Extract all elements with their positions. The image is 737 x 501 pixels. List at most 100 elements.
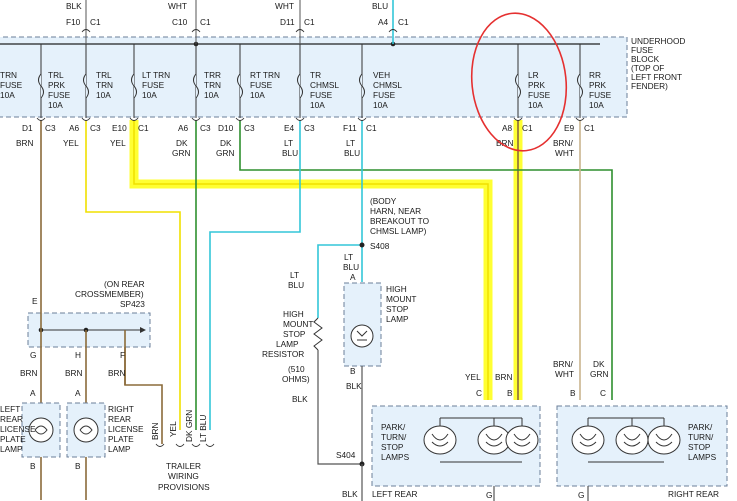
svg-text:WIRING: WIRING bbox=[168, 471, 199, 481]
svg-text:YEL: YEL bbox=[110, 138, 126, 148]
svg-text:VEH: VEH bbox=[373, 70, 390, 80]
fuse-icon bbox=[515, 73, 521, 99]
blk-wire bbox=[317, 350, 362, 465]
svg-text:BRN/: BRN/ bbox=[553, 359, 574, 369]
svg-text:CHMSL: CHMSL bbox=[310, 80, 339, 90]
svg-text:F11: F11 bbox=[343, 123, 357, 133]
fuse-icon bbox=[359, 73, 365, 99]
svg-text:A: A bbox=[30, 388, 36, 398]
pin-label: D11 bbox=[280, 17, 295, 27]
svg-text:STOP: STOP bbox=[283, 329, 306, 339]
splice-s408-dot bbox=[359, 242, 365, 248]
svg-text:CHMSL: CHMSL bbox=[373, 80, 402, 90]
crossmember-note: (ON REAR CROSSMEMBER) SP423 bbox=[75, 279, 145, 309]
svg-text:10A: 10A bbox=[528, 100, 543, 110]
bottom-pin-labels: D1 C3 BRN A6 C3 YEL E10 C1 YEL A6 C3 DK … bbox=[16, 123, 595, 158]
svg-text:C3: C3 bbox=[244, 123, 255, 133]
svg-text:10A: 10A bbox=[142, 90, 157, 100]
yel-wire bbox=[85, 120, 181, 430]
lt-blu-wire bbox=[317, 244, 362, 318]
trailer-wire-labels: BRN YEL DK GRN LT BLU bbox=[150, 410, 208, 442]
svg-text:YEL: YEL bbox=[465, 372, 481, 382]
svg-text:(BODY: (BODY bbox=[370, 196, 397, 206]
svg-text:C1: C1 bbox=[366, 123, 377, 133]
svg-text:GRN: GRN bbox=[216, 148, 234, 158]
svg-text:FUSE: FUSE bbox=[589, 90, 612, 100]
dk-grn-wire bbox=[239, 120, 613, 400]
svg-text:LAMPS: LAMPS bbox=[688, 452, 717, 462]
svg-text:C: C bbox=[476, 388, 482, 398]
svg-text:TRR: TRR bbox=[204, 70, 221, 80]
svg-text:LT BLU: LT BLU bbox=[198, 415, 208, 442]
svg-text:C1: C1 bbox=[522, 123, 533, 133]
svg-text:C3: C3 bbox=[304, 123, 315, 133]
svg-text:TR: TR bbox=[310, 70, 321, 80]
fuse-icon bbox=[131, 73, 137, 99]
fuse-labels: TRN FUSE 10A TRL PRK FUSE 10A TRL TRN 10… bbox=[0, 70, 612, 110]
svg-text:10A: 10A bbox=[96, 90, 111, 100]
fuse-icon bbox=[193, 73, 199, 99]
svg-text:A8: A8 bbox=[502, 123, 513, 133]
svg-text:DK: DK bbox=[593, 359, 605, 369]
svg-text:C3: C3 bbox=[45, 123, 56, 133]
chmsl-wire-label: LT bbox=[344, 252, 353, 262]
svg-text:TRN: TRN bbox=[204, 80, 221, 90]
svg-text:FUSE: FUSE bbox=[310, 90, 333, 100]
svg-text:PRK: PRK bbox=[48, 80, 66, 90]
svg-text:RIGHT REAR: RIGHT REAR bbox=[668, 489, 719, 499]
svg-text:(510: (510 bbox=[288, 364, 305, 374]
svg-text:FUSE: FUSE bbox=[0, 80, 23, 90]
wire-color-label: BRN bbox=[108, 368, 126, 378]
svg-text:LEFT: LEFT bbox=[0, 404, 20, 414]
svg-text:FUSE: FUSE bbox=[373, 90, 396, 100]
svg-text:A6: A6 bbox=[69, 123, 80, 133]
svg-text:TRAILER: TRAILER bbox=[166, 461, 201, 471]
svg-text:10A: 10A bbox=[48, 100, 63, 110]
svg-text:FUSE: FUSE bbox=[48, 90, 71, 100]
svg-text:DK: DK bbox=[220, 138, 232, 148]
svg-text:BLK: BLK bbox=[292, 394, 308, 404]
svg-text:YEL: YEL bbox=[63, 138, 79, 148]
svg-text:TURN/: TURN/ bbox=[381, 432, 407, 442]
connector-label: C1 bbox=[398, 17, 409, 27]
svg-text:BLU: BLU bbox=[282, 148, 298, 158]
svg-text:BRN: BRN bbox=[150, 422, 160, 440]
svg-text:BRN/: BRN/ bbox=[553, 138, 574, 148]
fuse-block-box bbox=[0, 36, 628, 118]
svg-text:LEFT REAR: LEFT REAR bbox=[372, 489, 418, 499]
resistor-icon bbox=[313, 317, 323, 351]
connector-label: C1 bbox=[90, 17, 101, 27]
svg-text:10A: 10A bbox=[373, 100, 388, 110]
svg-text:DK: DK bbox=[176, 138, 188, 148]
pin-label: F10 bbox=[66, 17, 81, 27]
svg-text:LAMP: LAMP bbox=[0, 444, 23, 454]
svg-text:RIGHT: RIGHT bbox=[108, 404, 134, 414]
svg-text:10A: 10A bbox=[0, 90, 15, 100]
arrow-icon bbox=[140, 327, 146, 333]
svg-text:UNDERHOOD: UNDERHOOD bbox=[631, 36, 685, 46]
svg-text:E10: E10 bbox=[112, 123, 127, 133]
chmsl-blk-label: BLK bbox=[346, 381, 362, 391]
svg-text:B: B bbox=[507, 388, 513, 398]
filament-icon bbox=[431, 433, 449, 447]
blk-bottom-label: BLK bbox=[342, 489, 358, 499]
connector-label: C1 bbox=[200, 17, 211, 27]
trailer-connectors bbox=[155, 443, 215, 447]
svg-text:CROSSMEMBER): CROSSMEMBER) bbox=[75, 289, 144, 299]
svg-text:S408: S408 bbox=[370, 241, 390, 251]
svg-text:HIGH: HIGH bbox=[283, 309, 304, 319]
svg-text:REAR: REAR bbox=[108, 414, 131, 424]
right-rear-bulbs bbox=[571, 417, 681, 463]
wire-color-label: WHT bbox=[168, 1, 187, 11]
svg-text:FUSE: FUSE bbox=[250, 80, 273, 90]
pin-label: F bbox=[120, 350, 125, 360]
svg-text:FENDER): FENDER) bbox=[631, 81, 668, 91]
svg-text:BRN: BRN bbox=[16, 138, 34, 148]
svg-text:C1: C1 bbox=[584, 123, 595, 133]
wire-color-label: BLU bbox=[372, 1, 388, 11]
svg-text:LT: LT bbox=[346, 138, 355, 148]
resistor-wire-label: LT bbox=[290, 270, 299, 280]
svg-text:(ON REAR: (ON REAR bbox=[104, 279, 145, 289]
